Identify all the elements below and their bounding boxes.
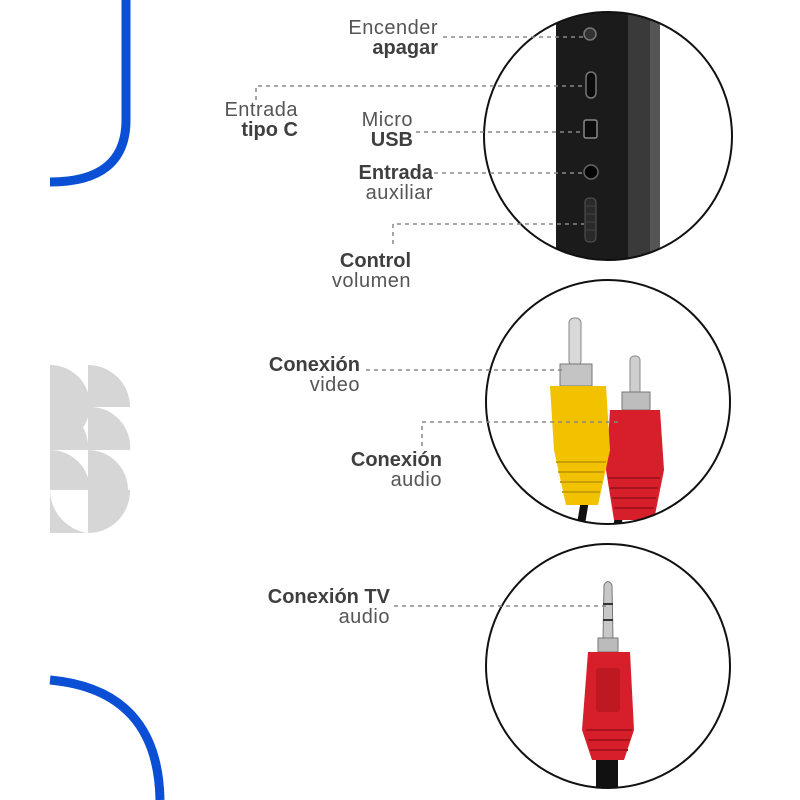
- label-tv-line1: Conexión TV: [267, 586, 390, 608]
- gray-pattern: [50, 365, 131, 534]
- label-usbc-line1: Entrada: [224, 99, 298, 121]
- rca-cables: [550, 317, 664, 524]
- label-aux: Entrada auxiliar: [359, 163, 433, 203]
- blue-arc-bottom: [49, 675, 165, 800]
- aux-port-icon: [583, 164, 599, 180]
- label-aux-line1: Entrada: [358, 162, 433, 184]
- label-video-line2: video: [309, 374, 360, 396]
- micro-usb-port-icon: [583, 119, 598, 139]
- label-micro-line2: USB: [370, 129, 413, 151]
- label-power-line1: Encender: [348, 17, 438, 39]
- label-volume-line2: volumen: [331, 270, 411, 292]
- label-tv-line2: audio: [338, 606, 390, 628]
- label-power-line2: apagar: [372, 37, 438, 59]
- label-audio: Conexión audio: [351, 450, 442, 490]
- audio-jack: [582, 581, 634, 788]
- label-volume: Control volumen: [332, 251, 411, 291]
- device-side-view: [484, 12, 732, 260]
- label-video: Conexión video: [269, 355, 360, 395]
- label-micro-line1: Micro: [361, 109, 413, 131]
- usb-c-port-icon: [585, 71, 597, 99]
- label-tv-audio: Conexión TV audio: [268, 587, 390, 627]
- label-usbc-line2: tipo C: [241, 119, 298, 141]
- label-audio-line1: Conexión: [350, 449, 442, 471]
- power-button-icon: [583, 27, 597, 41]
- label-micro-usb: Micro USB: [362, 110, 413, 150]
- label-usbc: Entrada tipo C: [224, 100, 298, 140]
- blue-arc-top: [49, 0, 131, 187]
- label-volume-line1: Control: [339, 250, 411, 272]
- connector-lines: [255, 36, 622, 607]
- volume-wheel-icon: [584, 197, 597, 243]
- label-audio-line2: audio: [390, 469, 442, 491]
- label-aux-line2: auxiliar: [365, 182, 433, 204]
- label-power: Encender apagar: [348, 18, 438, 58]
- label-video-line1: Conexión: [268, 354, 360, 376]
